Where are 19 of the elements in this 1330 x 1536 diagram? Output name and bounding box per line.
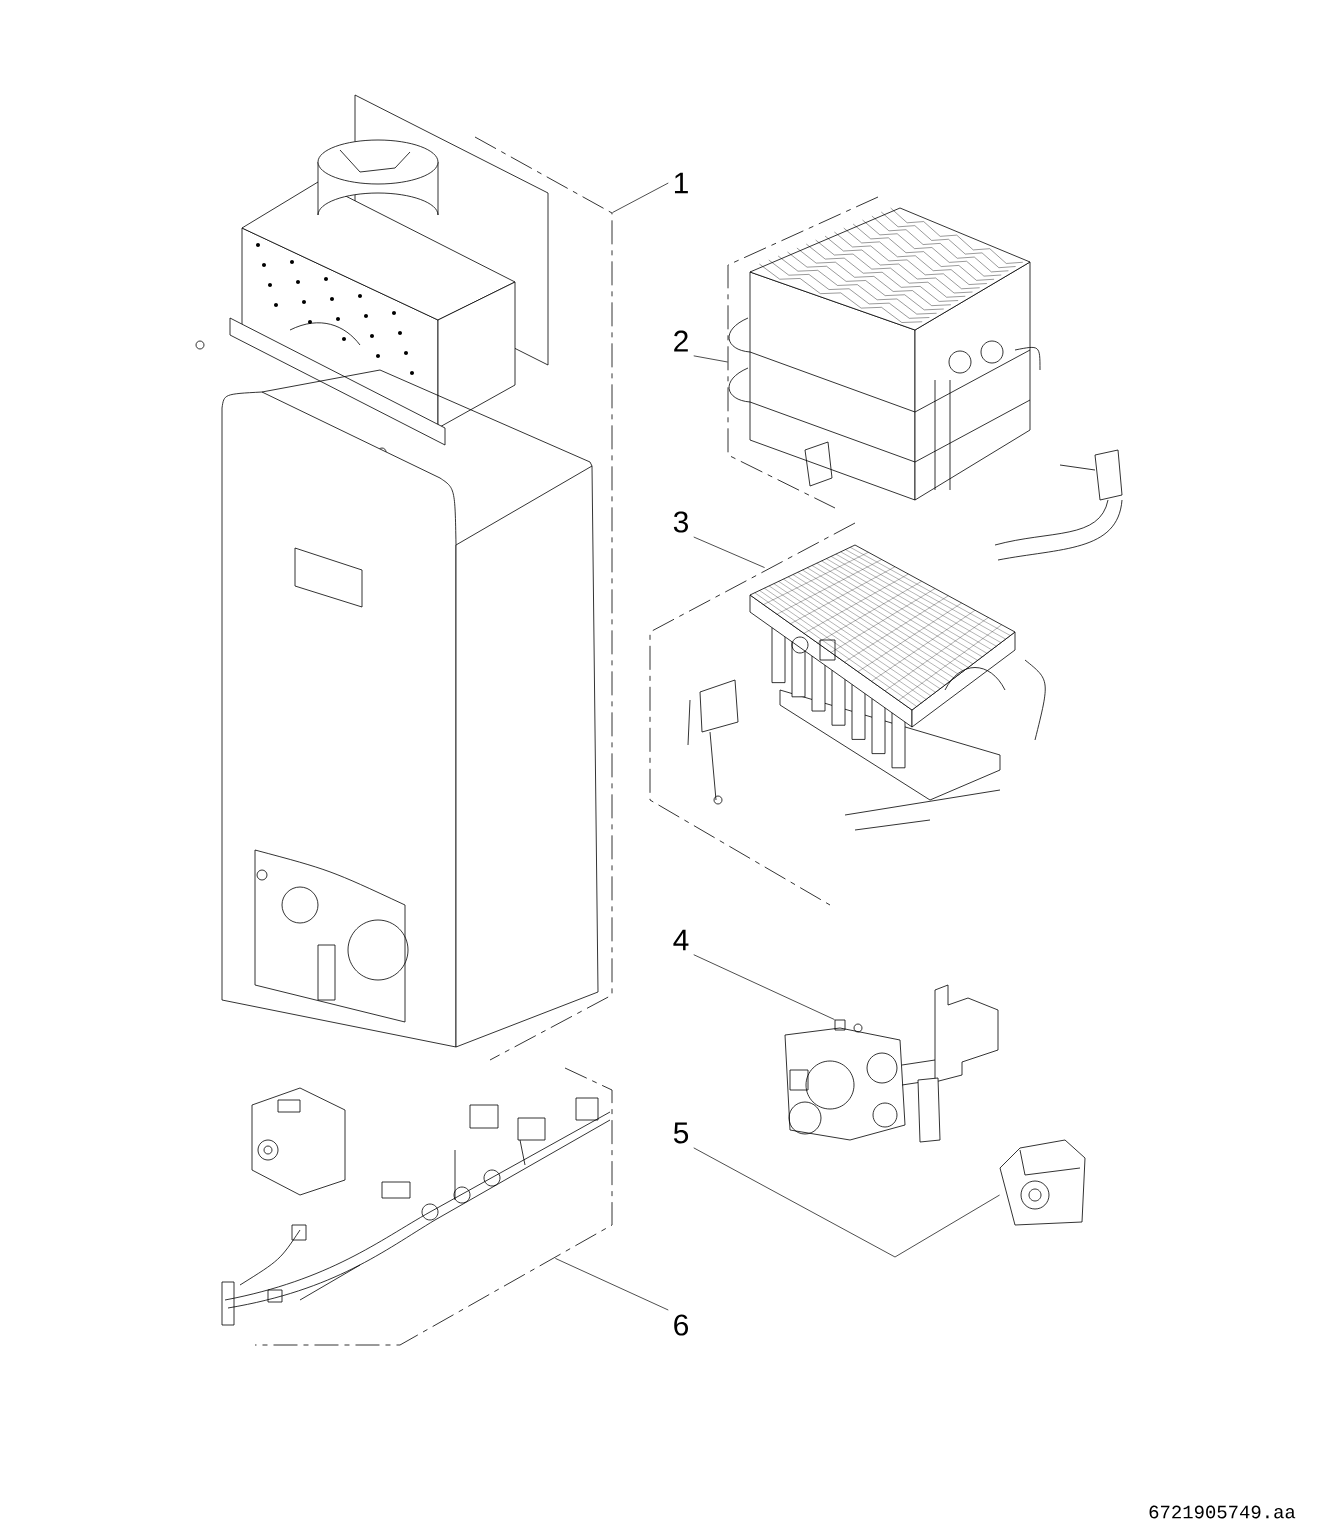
leader-line bbox=[693, 536, 765, 568]
valve-drawing bbox=[999, 1139, 1086, 1226]
callout-number: 2 bbox=[674, 330, 688, 352]
valve-drawing bbox=[784, 984, 999, 1143]
leader-line bbox=[693, 954, 835, 1020]
callout-number: 3 bbox=[673, 511, 688, 533]
callout-number: 4 bbox=[673, 929, 689, 951]
heat-exchanger-drawing bbox=[728, 207, 1123, 561]
drawing-number: 6721905749.aa bbox=[1149, 1505, 1296, 1519]
callout-number: 1 bbox=[674, 172, 688, 194]
burner-drawing bbox=[687, 544, 1046, 831]
leader-line bbox=[555, 1258, 669, 1311]
leader-line bbox=[612, 182, 669, 213]
leader-line bbox=[693, 355, 728, 363]
leader-line bbox=[693, 1147, 1000, 1258]
wiring-harness-drawing bbox=[221, 1087, 611, 1326]
water-heater-drawing bbox=[195, 94, 599, 1048]
callout-number: 5 bbox=[673, 1122, 689, 1144]
callout-number: 6 bbox=[674, 1314, 688, 1336]
